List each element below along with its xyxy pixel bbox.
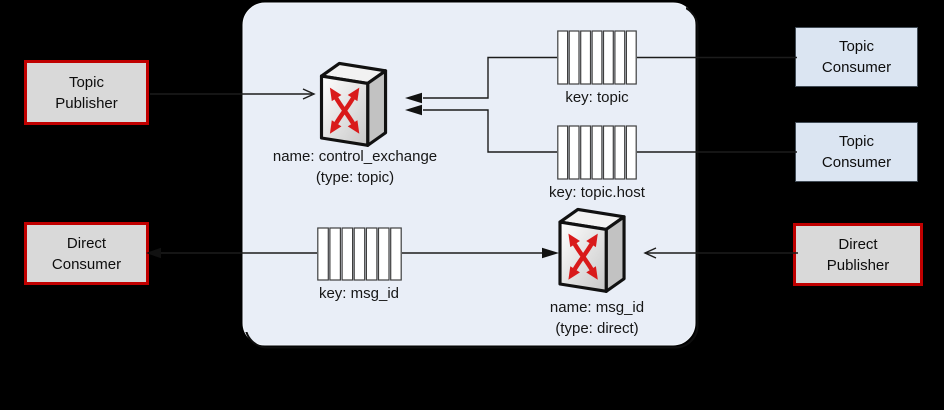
node-topic-consumer-2: Topic Consumer xyxy=(795,122,918,182)
control-exchange-label: name: control_exchange (type: topic) xyxy=(245,146,465,188)
direct-exchange-label: name: msg_id (type: direct) xyxy=(487,297,707,339)
queue-msg-id-label: key: msg_id xyxy=(318,285,400,302)
queue-topic-host-label: key: topic.host xyxy=(549,184,645,201)
queue-topic-label: key: topic xyxy=(565,89,629,106)
node-topic-publisher: Topic Publisher xyxy=(24,60,149,125)
direct-exchange-name: name: msg_id xyxy=(549,299,645,316)
control-exchange-icon xyxy=(322,63,386,145)
node-direct-publisher: Direct Publisher xyxy=(793,223,923,286)
queue-msg-id xyxy=(317,227,402,281)
direct-exchange-type: (type: direct) xyxy=(555,320,639,337)
queue-topic-host xyxy=(557,125,637,180)
node-direct-consumer: Direct Consumer xyxy=(24,222,149,285)
control-exchange-type: (type: topic) xyxy=(315,169,395,186)
queue-topic xyxy=(557,30,637,85)
direct-exchange-icon xyxy=(560,209,624,291)
node-topic-consumer-1: Topic Consumer xyxy=(795,27,918,87)
control-exchange-name: name: control_exchange xyxy=(272,148,438,165)
